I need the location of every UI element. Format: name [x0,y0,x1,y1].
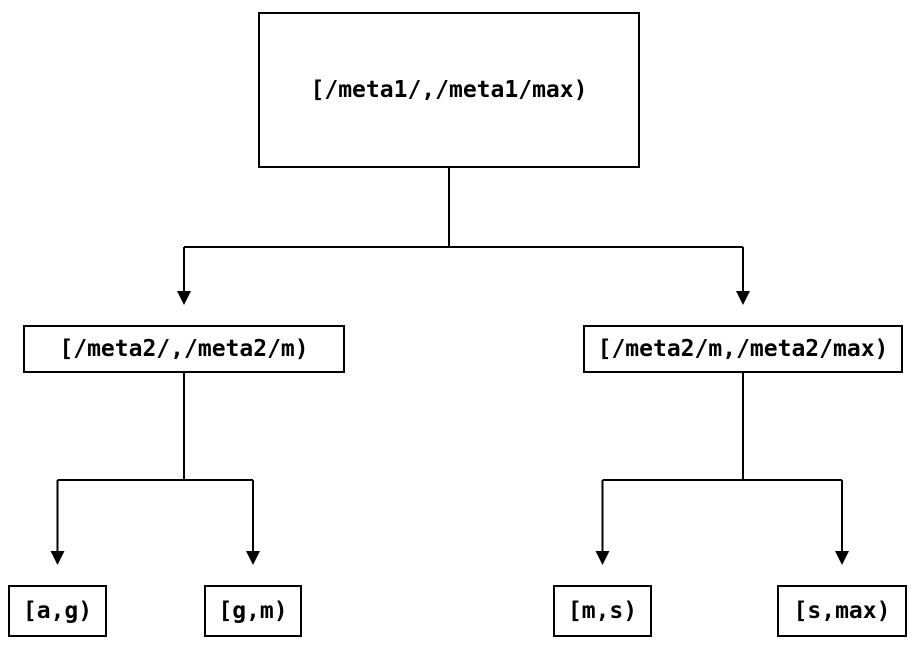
edge-left-to-leaves-line [56,373,254,551]
tree-node-root: [/meta1/,/meta1/max) [258,12,640,168]
arrowhead-down-icon [50,551,65,565]
arrowhead-down-icon [246,551,260,565]
tree-leaf-s-max: [s,max) [777,585,907,637]
tree-node-meta2-lower: [/meta2/,/meta2/m) [23,325,345,373]
edge-root-to-children-line [183,168,744,291]
tree-leaf-a-g-label: [a,g) [22,598,93,624]
edge-right-to-leaves-line [601,373,843,551]
tree-leaf-m-s: [m,s) [553,585,652,637]
tree-leaf-g-m: [g,m) [204,585,302,637]
tree-node-meta2-upper-label: [/meta2/m,/meta2/max) [597,336,889,362]
arrowhead-down-icon [835,551,849,565]
tree-leaf-g-m-label: [g,m) [218,598,288,624]
arrowhead-down-icon [595,551,610,565]
tree-leaf-a-g: [a,g) [8,585,107,637]
arrowhead-down-icon [736,291,750,305]
tree-node-meta2-lower-label: [/meta2/,/meta2/m) [59,336,309,362]
arrowhead-down-icon [177,291,191,305]
tree-node-meta2-upper: [/meta2/m,/meta2/max) [583,325,903,373]
tree-leaf-s-max-label: [s,max) [793,598,891,624]
tree-leaf-m-s-label: [m,s) [567,598,638,624]
tree-node-root-label: [/meta1/,/meta1/max) [310,77,588,103]
